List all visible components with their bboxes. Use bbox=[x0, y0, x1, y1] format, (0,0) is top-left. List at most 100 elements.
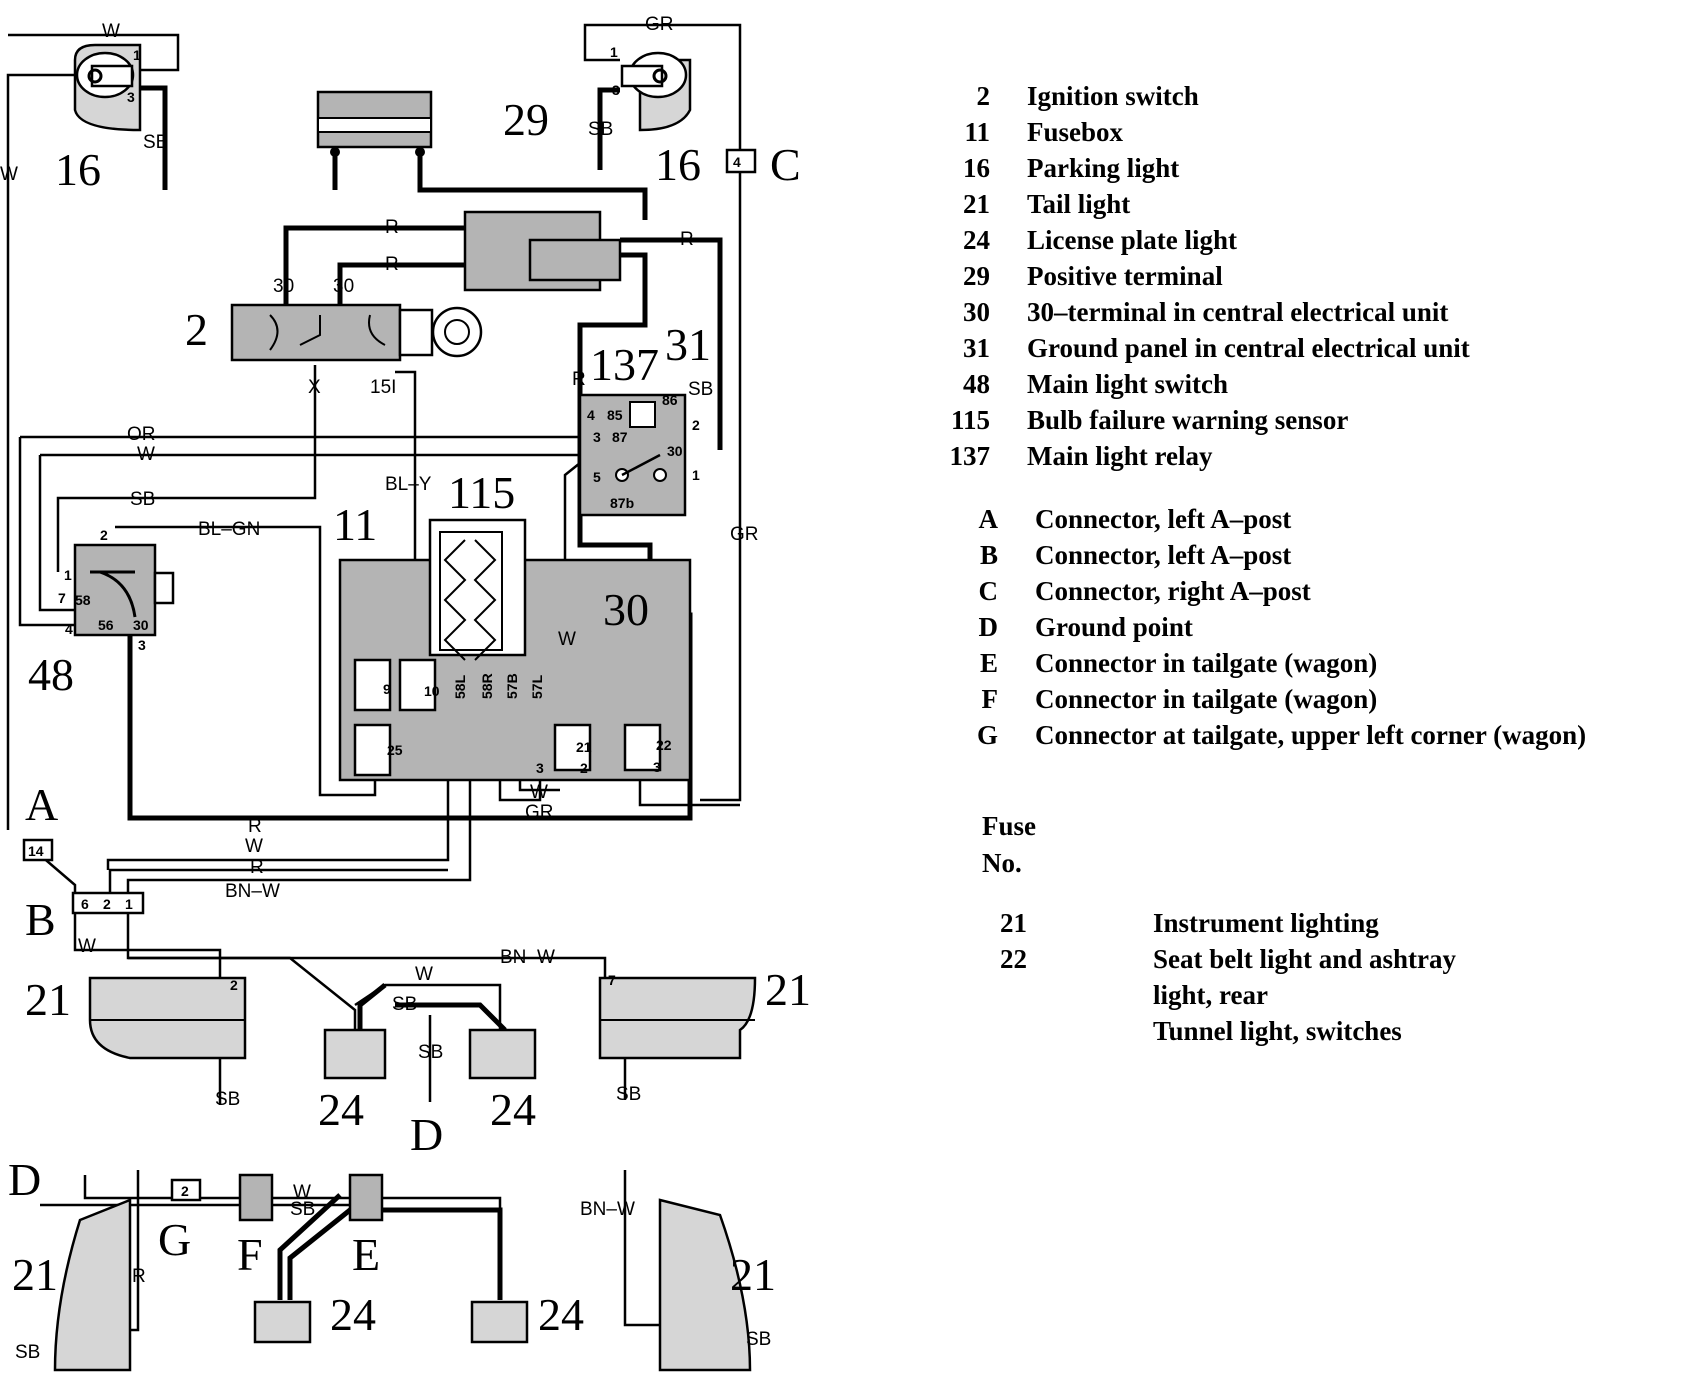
pin-1-switch: 1 bbox=[64, 567, 72, 583]
label-B: B bbox=[25, 894, 56, 945]
wire-label-W-top: W bbox=[102, 21, 120, 42]
wire-label-SB-21-left: SB bbox=[215, 1089, 240, 1110]
label-E: E bbox=[352, 1229, 380, 1280]
wire-label-SB-mid: SB bbox=[130, 489, 155, 510]
label-115: 115 bbox=[448, 467, 515, 518]
wire-label-R-wagon: R bbox=[132, 1266, 146, 1287]
pin-1-relay: 1 bbox=[692, 467, 700, 483]
tail-light-left bbox=[88, 976, 247, 1060]
wire-label-GR-fb: GR bbox=[525, 802, 554, 823]
label-21-wagon-right: 21 bbox=[730, 1249, 776, 1300]
label-11: 11 bbox=[333, 499, 377, 550]
pin-3-22: 3 bbox=[653, 759, 661, 775]
positive-terminal-block bbox=[463, 210, 622, 292]
label-2: 2 bbox=[185, 304, 208, 355]
wire-label-GR-top: GR bbox=[645, 14, 674, 35]
label-21-right: 21 bbox=[765, 964, 811, 1015]
wire-label-SB-left: SB bbox=[143, 132, 168, 153]
label-48: 48 bbox=[28, 649, 74, 700]
pin-7-switch: 7 bbox=[58, 590, 66, 606]
pin-85: 85 bbox=[607, 407, 623, 423]
pin-9: 9 bbox=[383, 681, 391, 697]
wire-label-BN-W: BN–W bbox=[225, 881, 280, 902]
pin-87b: 87b bbox=[610, 495, 634, 511]
label-C: C bbox=[770, 139, 801, 190]
fusebox bbox=[338, 518, 692, 782]
pin-2-tail: 2 bbox=[230, 977, 238, 993]
wire-label-BL-GN: BL–GN bbox=[198, 519, 260, 540]
label-24-d: 24 bbox=[538, 1289, 584, 1340]
main-light-relay bbox=[578, 393, 687, 517]
wire-labels: W W SB GR SB R R R 30 30 X 15I R SB OR W… bbox=[0, 14, 771, 1363]
pin-58: 58 bbox=[75, 592, 91, 608]
wire-label-BN-W-wagon: BN–W bbox=[580, 1199, 635, 1220]
wire-label-SB-wagon-right: SB bbox=[746, 1329, 771, 1350]
wire-label-W-fb: W bbox=[530, 782, 548, 803]
label-D: D bbox=[8, 1154, 41, 1205]
wire-label-SB-21-right: SB bbox=[616, 1084, 641, 1105]
label-16-left: 16 bbox=[55, 144, 101, 195]
parking-light-left bbox=[73, 43, 142, 132]
pin-10: 10 bbox=[424, 683, 440, 699]
pin-3-switch: 3 bbox=[138, 637, 146, 653]
wire-label-15I: 15I bbox=[370, 377, 396, 398]
pin-3-relay: 3 bbox=[593, 429, 601, 445]
tail-light-right bbox=[598, 976, 757, 1060]
label-24-a: 24 bbox=[318, 1084, 364, 1135]
pin-4-C: 4 bbox=[733, 154, 741, 170]
pin-25: 25 bbox=[387, 742, 403, 758]
wire-label-30-b: 30 bbox=[333, 276, 354, 297]
wire-label-GR-right: GR bbox=[730, 524, 759, 545]
pin-30-switch: 30 bbox=[133, 617, 149, 633]
pin-1-B: 1 bbox=[125, 896, 133, 912]
label-A: A bbox=[25, 779, 58, 830]
label-D-ground: D bbox=[410, 1109, 443, 1160]
pin-30-relay: 30 bbox=[667, 443, 683, 459]
license-plate-lights bbox=[253, 1028, 537, 1344]
wire-label-W-wagon: W bbox=[293, 1182, 311, 1203]
wire-label-R-2: R bbox=[385, 254, 399, 275]
connector-boxes bbox=[22, 148, 757, 1222]
wire-label-X: X bbox=[308, 377, 321, 398]
wire-label-R-1: R bbox=[385, 217, 399, 238]
wire-label-SB-right: SB bbox=[588, 119, 613, 140]
wire-label-SB-D: SB bbox=[418, 1042, 443, 1063]
pin-57L: 57L bbox=[529, 674, 545, 699]
pin-2-B: 2 bbox=[103, 896, 111, 912]
label-30-terminal: 30 bbox=[603, 584, 649, 635]
pin-2-G: 2 bbox=[181, 1183, 189, 1199]
wire-label-BL-Y: BL–Y bbox=[385, 474, 432, 495]
wire-label-R-bottom: R bbox=[248, 816, 262, 837]
wire-label-W-left: W bbox=[0, 164, 18, 185]
pin-2-relay: 2 bbox=[692, 417, 700, 433]
label-G: G bbox=[158, 1214, 191, 1265]
pin-57B: 57B bbox=[504, 673, 520, 699]
pin-56: 56 bbox=[98, 617, 114, 633]
pin-21: 21 bbox=[576, 739, 592, 755]
wire-label-30-a: 30 bbox=[273, 276, 294, 297]
wire-label-SB-24: SB bbox=[392, 994, 417, 1015]
wire-label-W-24: W bbox=[415, 964, 433, 985]
battery bbox=[316, 90, 433, 157]
label-21-wagon-left: 21 bbox=[12, 1249, 58, 1300]
label-F: F bbox=[237, 1229, 263, 1280]
pin-labels: 1 3 1 3 4 4 85 86 2 3 87 30 5 1 87b 2 1 … bbox=[28, 44, 741, 1199]
parking-light-right bbox=[620, 51, 692, 132]
pin-58L: 58L bbox=[452, 674, 468, 699]
pin-22: 22 bbox=[656, 737, 672, 753]
pin-3-right: 3 bbox=[612, 82, 620, 98]
pin-2-switch: 2 bbox=[100, 527, 108, 543]
pin-58R: 58R bbox=[479, 673, 495, 699]
label-24-b: 24 bbox=[490, 1084, 536, 1135]
wire-label-W-B: W bbox=[78, 936, 96, 957]
pin-1-right: 1 bbox=[610, 44, 618, 60]
pin-86: 86 bbox=[662, 392, 678, 408]
wire-label-SB-relay: SB bbox=[688, 379, 713, 400]
wagon-tail-lights bbox=[53, 1198, 752, 1372]
pin-5-relay: 5 bbox=[593, 469, 601, 485]
pin-4-relay: 4 bbox=[587, 407, 595, 423]
pin-87: 87 bbox=[612, 429, 628, 445]
wire-label-OR: OR bbox=[127, 424, 156, 445]
label-24-c: 24 bbox=[330, 1289, 376, 1340]
pin-6-B: 6 bbox=[81, 896, 89, 912]
